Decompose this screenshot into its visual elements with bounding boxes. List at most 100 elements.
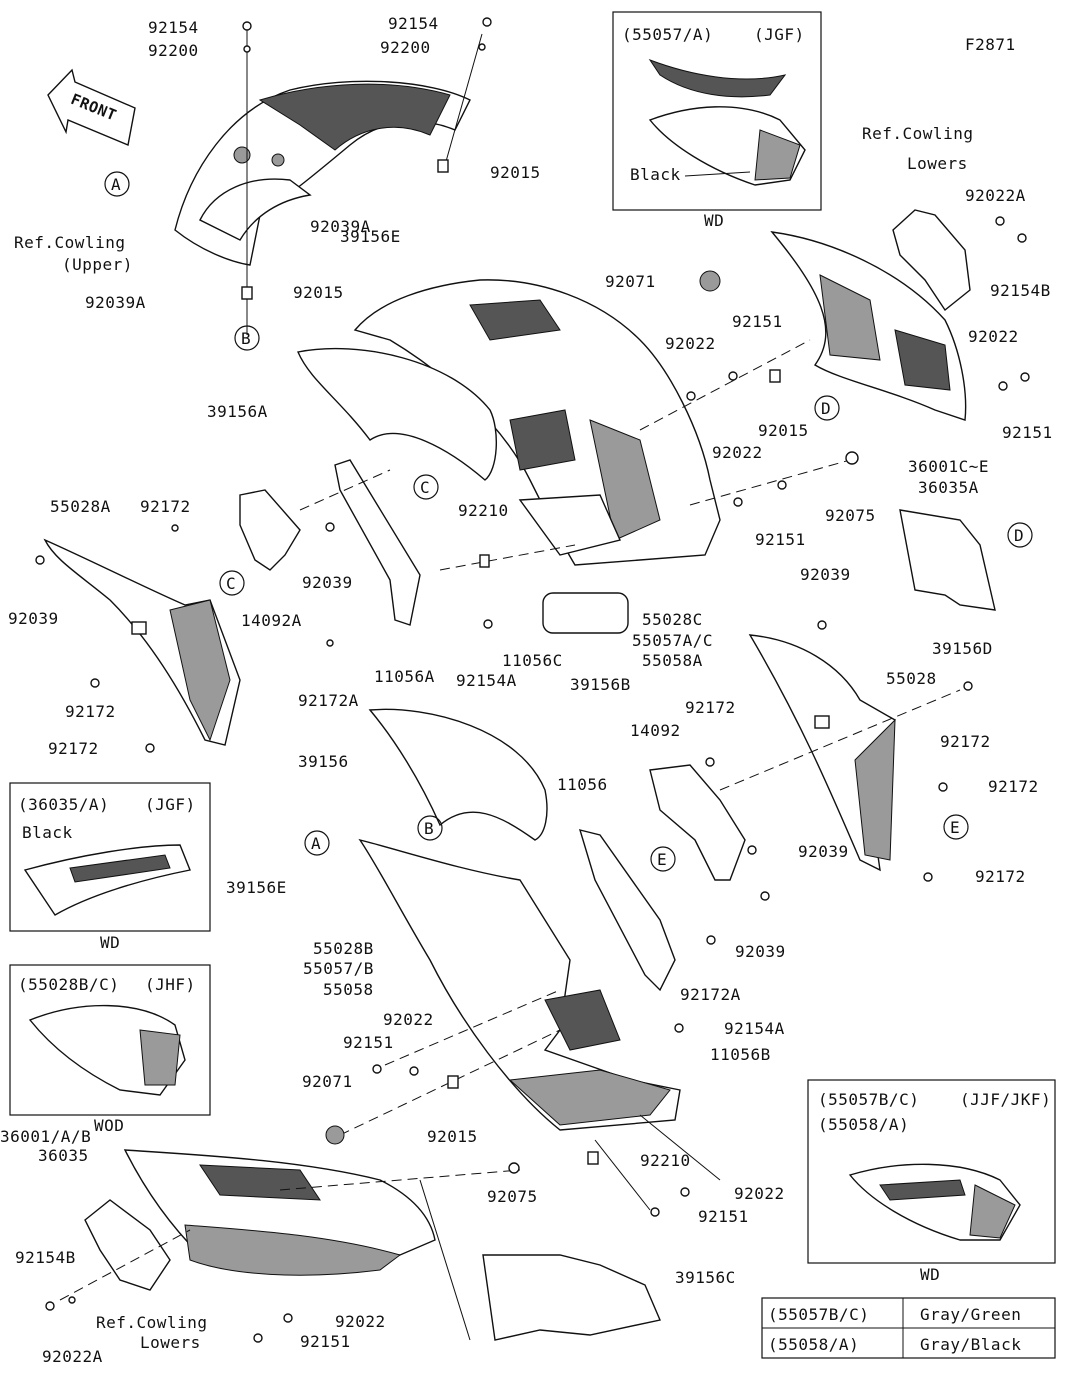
bracket-11056a-drawing [334, 459, 421, 626]
label-92039a-b: 92039A [85, 293, 146, 312]
label-11056c: 11056C [502, 651, 563, 670]
callout-d-right: D [1014, 526, 1024, 545]
label-92039-c: 92039 [800, 565, 851, 584]
inset-jgf-top-color: Black [630, 165, 681, 184]
label-55058a: 55058A [642, 651, 703, 670]
inset-jjf: (55057B/C) (JJF/JKF) (55058/A) WD [807, 1079, 1056, 1284]
label-55058: 55058 [323, 980, 374, 999]
label-36001ce: 36001C~E [908, 457, 989, 476]
bracket-11056-drawing [578, 829, 676, 992]
label-14092: 14092 [630, 721, 681, 740]
label-11056: 11056 [557, 775, 608, 794]
sheet-39156a-drawing [297, 347, 498, 481]
label-92172-d: 92172 [940, 732, 991, 751]
callout-c-left: C [226, 574, 236, 593]
label-39156e-a: 39156E [340, 227, 401, 246]
label-92039-a: 92039 [8, 609, 59, 628]
label-39156a: 39156A [207, 402, 268, 421]
label-55057b: 55057/B [303, 959, 374, 978]
label-92151-e: 92151 [698, 1207, 749, 1226]
inset-jjf-code: (55057B/C) [818, 1090, 919, 1109]
label-92172-f: 92172 [988, 777, 1039, 796]
label-92154a-a: 92154A [456, 671, 517, 690]
callouts: A B C C D D A B E E [104, 171, 1033, 872]
fastener-icons [35, 17, 1030, 1343]
label-92022-f: 92022 [335, 1312, 386, 1331]
label-92071-b: 92071 [302, 1072, 353, 1091]
pad-39156b-drawing [542, 592, 629, 634]
label-92172a-b: 92172A [680, 985, 741, 1004]
label-55028: 55028 [886, 669, 937, 688]
label-ref-lowers-top-1: Ref.Cowling [862, 124, 973, 143]
label-92022-b: 92022 [712, 443, 763, 462]
label-55057ac: 55057A/C [632, 631, 713, 650]
label-92154b-a: 92154B [990, 281, 1051, 300]
label-ref-lowers-bottom-1: Ref.Cowling [96, 1313, 207, 1332]
label-92151-a: 92151 [732, 312, 783, 331]
label-ref-lowers-bottom-2: Lowers [140, 1333, 201, 1352]
label-92151-d: 92151 [343, 1033, 394, 1052]
label-92022a-a: 92022A [965, 186, 1026, 205]
label-92200-a: 92200 [148, 41, 199, 60]
label-39156: 39156 [298, 752, 349, 771]
label-92039-d: 92039 [798, 842, 849, 861]
lowers-bracket-top-drawing [892, 209, 971, 312]
label-36035a: 36035A [918, 478, 979, 497]
label-92172-g: 92172 [975, 867, 1026, 886]
lower-fairing-drawing [123, 1149, 436, 1276]
callout-c-right: C [420, 478, 430, 497]
inset-jgf-left: (36035/A) (JGF) Black WD [9, 782, 211, 952]
leader-lines [59, 30, 961, 1341]
label-92039-b: 92039 [302, 573, 353, 592]
label-92154-a: 92154 [148, 18, 199, 37]
lowers-bracket-bottom-drawing [84, 1199, 171, 1291]
label-55028c: 55028C [642, 610, 703, 629]
label-92154a-b: 92154A [724, 1019, 785, 1038]
label-92210-b: 92210 [640, 1151, 691, 1170]
label-92154b-b: 92154B [15, 1248, 76, 1267]
callout-e-right: E [950, 818, 960, 837]
label-92200-b: 92200 [380, 38, 431, 57]
label-92022-a: 92022 [665, 334, 716, 353]
color-table: (55057B/C) Gray/Green (55058/A) Gray/Bla… [761, 1297, 1056, 1359]
label-92154-b: 92154 [388, 14, 439, 33]
label-92172-c: 92172 [48, 739, 99, 758]
color-table-color-0: Gray/Green [920, 1305, 1021, 1324]
figure-code: F2871 [965, 35, 1016, 54]
label-36035: 36035 [38, 1146, 89, 1165]
upper-cowling-drawing [174, 80, 471, 266]
part-labels: F2871 92154 92200 92154 92200 92015 9203… [0, 14, 1052, 1366]
inset-jjf-model: (JJF/JKF) [960, 1090, 1051, 1109]
label-92015-b: 92015 [293, 283, 344, 302]
color-table-color-1: Gray/Black [920, 1335, 1021, 1354]
right-fairing-drawing [770, 231, 967, 421]
label-39156c: 39156C [675, 1268, 736, 1287]
color-table-part-1: (55058/A) [768, 1335, 859, 1354]
inset-jjf-code2: (55058/A) [818, 1115, 909, 1134]
label-92039-e: 92039 [735, 942, 786, 961]
front-arrow-icon: FRONT [47, 68, 136, 146]
right-side-cowl-drawing [748, 634, 896, 872]
label-14092a: 14092A [241, 611, 302, 630]
label-92015-d: 92015 [427, 1127, 478, 1146]
label-92172-b: 92172 [65, 702, 116, 721]
label-55028b: 55028B [313, 939, 374, 958]
label-11056a: 11056A [374, 667, 435, 686]
callout-b-mid: B [424, 819, 434, 838]
label-92151-b: 92151 [755, 530, 806, 549]
inset-jhf: (55028B/C) (JHF) WOD [9, 964, 211, 1135]
label-ref-upper-2: (Upper) [62, 255, 133, 274]
label-92022a-b: 92022A [42, 1347, 103, 1366]
left-lower-cowl-drawing [358, 838, 681, 1131]
label-39156e-b: 39156E [226, 878, 287, 897]
inset-jhf-model: (JHF) [145, 975, 196, 994]
label-92172a-a: 92172A [298, 691, 359, 710]
label-92071-a: 92071 [605, 272, 656, 291]
inset-jjf-footer: WD [920, 1265, 940, 1284]
inset-jgf-left-code: (36035/A) [18, 795, 109, 814]
inset-jgf-top-footer: WD [704, 211, 724, 230]
callout-a-top: A [111, 175, 121, 194]
label-92172-a: 92172 [140, 497, 191, 516]
label-92151-f: 92151 [300, 1332, 351, 1351]
